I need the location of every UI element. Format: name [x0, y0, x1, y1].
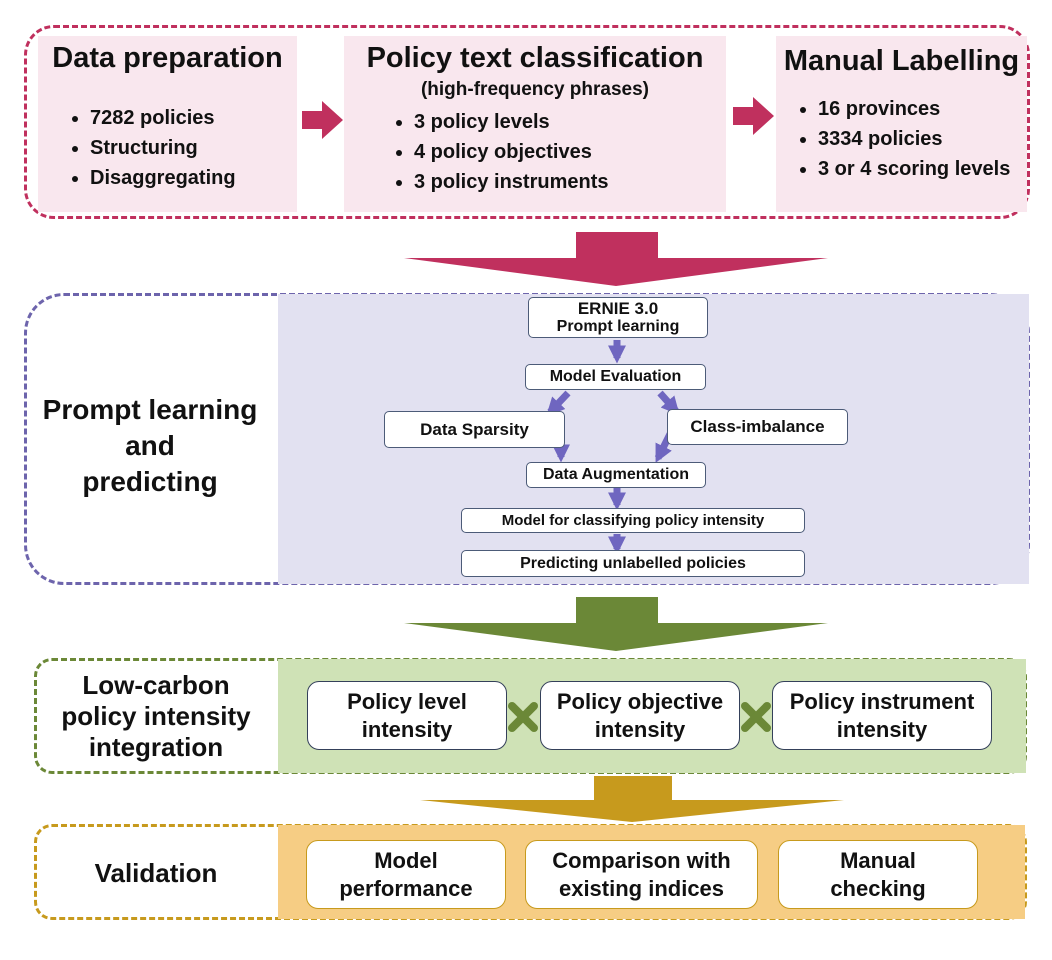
policy-objective-box: Policy objective intensity [540, 681, 740, 750]
list-item: 3334 policies [818, 124, 1027, 154]
arrow-right-icon [733, 97, 774, 135]
list-item: Structuring [90, 133, 297, 163]
list-item: Disaggregating [90, 163, 297, 193]
data-preparation-panel: Data preparation 7282 policies Structuri… [38, 36, 297, 212]
arrow-down-icon [404, 232, 828, 286]
model-evaluation-box: Model Evaluation [525, 364, 706, 390]
classification-title: Policy text classification [366, 42, 704, 74]
list-item: 4 policy objectives [414, 137, 726, 167]
class-imbalance-box: Class-imbalance [667, 409, 848, 445]
multiply-icon [741, 702, 771, 732]
list-item: 16 provinces [818, 94, 1027, 124]
comparison-box: Comparison with existing indices [525, 840, 758, 909]
manual-checking-box: Manual checking [778, 840, 978, 909]
data-preparation-title: Data preparation [52, 42, 283, 74]
arrow-down-icon [420, 776, 844, 822]
data-augmentation-box: Data Augmentation [526, 462, 706, 488]
list-item: 3 policy instruments [414, 167, 726, 197]
list-item: 3 policy levels [414, 107, 726, 137]
prompt-learning-label: Prompt learning and predicting [42, 394, 258, 497]
list-item: 7282 policies [90, 103, 297, 133]
model-performance-box: Model performance [306, 840, 506, 909]
data-preparation-list: 7282 policies Structuring Disaggregating [38, 103, 297, 193]
multiply-icon [508, 702, 538, 732]
data-sparsity-box: Data Sparsity [384, 411, 565, 448]
predicting-box: Predicting unlabelled policies [461, 550, 805, 577]
arrow-down-icon [404, 597, 828, 651]
integration-label: Low-carbon policy intensity integration [61, 670, 251, 762]
manual-labelling-title: Manual Labelling [783, 45, 1020, 77]
policy-instrument-box: Policy instrument intensity [772, 681, 992, 750]
stage1-frame [24, 25, 1030, 219]
ernie-box: ERNIE 3.0 Prompt learning [528, 297, 708, 338]
list-item: 3 or 4 scoring levels [818, 154, 1027, 184]
classification-list: 3 policy levels 4 policy objectives 3 po… [344, 107, 726, 197]
manual-labelling-list: 16 provinces 3334 policies 3 or 4 scorin… [776, 94, 1027, 184]
policy-level-box: Policy level intensity [307, 681, 507, 750]
manual-labelling-panel: Manual Labelling 16 provinces 3334 polic… [776, 36, 1027, 212]
validation-label: Validation [94, 858, 218, 888]
classifier-box: Model for classifying policy intensity [461, 508, 805, 533]
classification-subtitle: (high-frequency phrases) [420, 79, 650, 100]
arrow-right-icon [302, 101, 343, 139]
classification-panel: Policy text classification (high-frequen… [344, 36, 726, 212]
